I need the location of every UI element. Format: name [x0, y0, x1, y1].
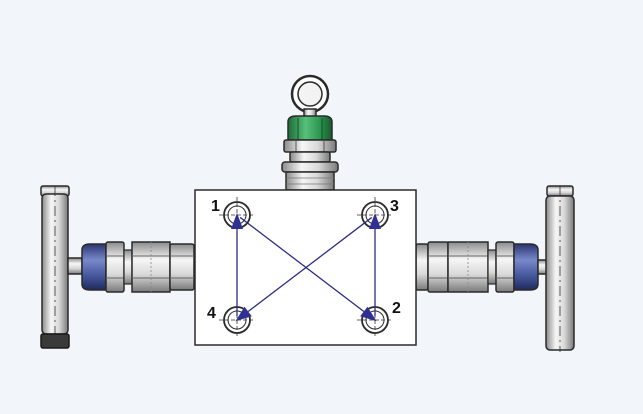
right-valve [415, 185, 575, 352]
flow-arrow-3-to-4 [235, 216, 373, 322]
right-valve-blue-fitting [513, 243, 539, 291]
flows-layer [231, 213, 381, 322]
flow-arrow-2-to-3 [369, 213, 381, 316]
top-valve-green-cap [287, 115, 333, 141]
flow-arrow-1-to-2 [239, 216, 377, 322]
gauge-ring-valve-icon [290, 74, 330, 118]
port-label-3: 3 [390, 198, 399, 215]
port-label-1: 1 [211, 198, 220, 215]
top-valve [281, 74, 339, 191]
top-valve-hex-nut [281, 139, 339, 191]
handle-valve-right-icon [537, 185, 575, 352]
port-label-4: 4 [207, 305, 216, 322]
left-valve-blue-fitting [81, 241, 133, 293]
left-valve-body [131, 241, 195, 293]
right-valve-body [415, 241, 515, 293]
flow-arrow-4-to-1 [231, 213, 243, 316]
handle-valve-left-icon [40, 185, 83, 349]
port-label-2: 2 [392, 300, 401, 317]
left-valve [40, 185, 195, 349]
